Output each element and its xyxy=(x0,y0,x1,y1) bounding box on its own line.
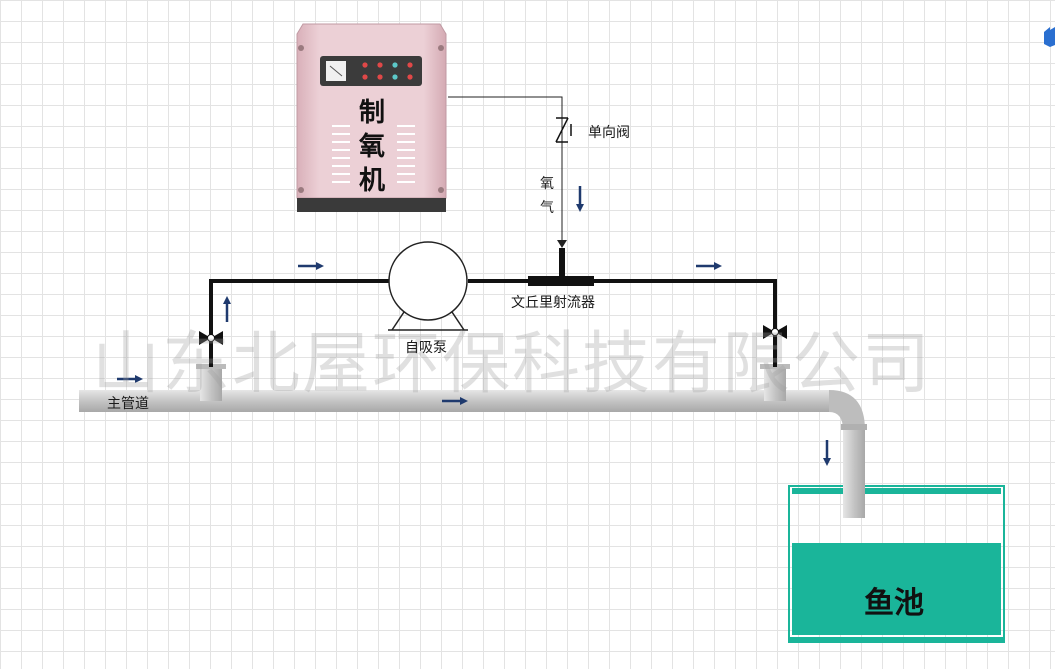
oxygen-machine-label: 制氧机 xyxy=(358,98,385,196)
pump-label: 自吸泵 xyxy=(405,340,447,356)
main-pipe-label: 主管道 xyxy=(107,396,149,412)
pond-outlet-pipe xyxy=(843,484,865,518)
arrow-right-icon xyxy=(298,262,324,270)
arrow-down-icon xyxy=(576,186,584,212)
arrow-down-icon xyxy=(823,440,831,466)
control-panel xyxy=(320,56,422,86)
check-valve-label: 单向阀 xyxy=(588,125,630,141)
watermark: 山东北屋环保科技有限公司 xyxy=(92,325,933,404)
oxygen-label: 氧气 xyxy=(540,176,554,216)
valve-left xyxy=(199,331,223,345)
valve-right xyxy=(763,325,787,339)
self-priming-pump xyxy=(388,241,468,331)
oxygen-machine xyxy=(296,23,447,212)
oxygen-line xyxy=(448,96,567,248)
check-valve-symbol xyxy=(555,117,572,143)
arrow-right-icon xyxy=(696,262,722,270)
main-pipe xyxy=(79,390,867,518)
arrow-right-icon xyxy=(117,375,143,383)
venturi-ejector xyxy=(528,248,594,286)
fish-pond-label: 鱼池 xyxy=(864,586,924,621)
venturi-label: 文丘里射流器 xyxy=(511,295,595,311)
logo-fragment-icon xyxy=(1044,27,1055,47)
arrow-right-icon xyxy=(442,397,468,405)
fish-pond xyxy=(788,485,1005,643)
arrow-up-icon xyxy=(223,296,231,322)
